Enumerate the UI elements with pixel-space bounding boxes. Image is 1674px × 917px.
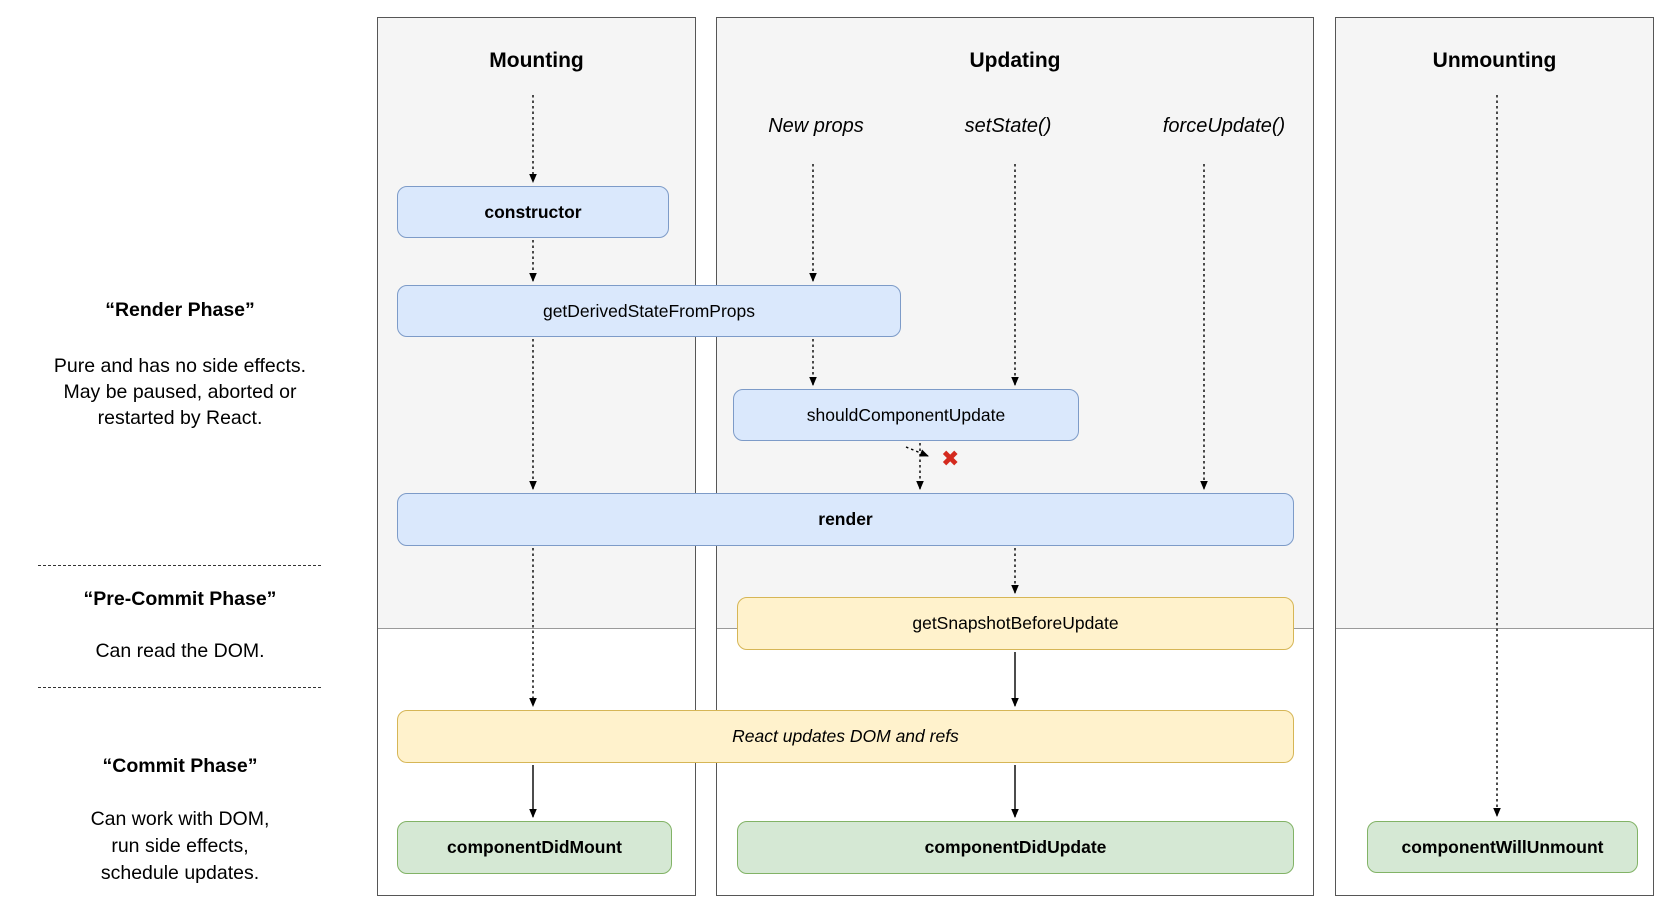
node-constructor: constructor [397,186,669,238]
description-line: run side effects, [111,835,249,857]
column-unmounting: Unmounting [1335,17,1654,896]
node-get-derived-state-from-props: getDerivedStateFromProps [397,285,901,337]
node-render: render [397,493,1294,546]
description-line: restarted by React. [97,407,263,429]
description-line: Pure and has no side effects. [53,355,307,377]
column-mounting-title: Mounting [489,49,584,72]
column-unmounting-title: Unmounting [1432,49,1557,72]
render-phase-region [1336,18,1653,629]
stop-update-x-icon: ✖ [941,446,960,471]
phase-divider [38,565,321,566]
description-line: Can read the DOM. [95,640,265,662]
description-line: Can work with DOM, [90,808,270,830]
phase-divider [38,687,321,688]
node-component-will-unmount: componentWillUnmount [1367,821,1638,873]
trigger-new-props: New props [768,115,864,137]
commit-phase-description: Can work with DOM, run side effects, sch… [20,806,340,887]
node-component-did-update: componentDidUpdate [737,821,1294,874]
node-should-component-update: shouldComponentUpdate [733,389,1079,441]
pre-commit-phase-description: Can read the DOM. [20,640,340,663]
node-get-snapshot-before-update: getSnapshotBeforeUpdate [737,597,1294,650]
node-component-did-mount: componentDidMount [397,821,672,874]
commit-phase-title: “Commit Phase” [102,755,258,777]
arrow-scu-false-branch [905,446,929,457]
render-phase-description: Pure and has no side effects. May be pau… [20,353,340,431]
description-line: May be paused, aborted or [63,381,297,403]
trigger-set-state: setState() [964,115,1052,137]
trigger-force-update: forceUpdate() [1162,115,1286,137]
render-phase-title: “Render Phase” [105,299,255,321]
column-updating-title: Updating [969,49,1061,72]
description-line: schedule updates. [100,862,260,884]
pre-commit-phase-title: “Pre-Commit Phase” [83,588,277,610]
node-react-updates-dom: React updates DOM and refs [397,710,1294,763]
